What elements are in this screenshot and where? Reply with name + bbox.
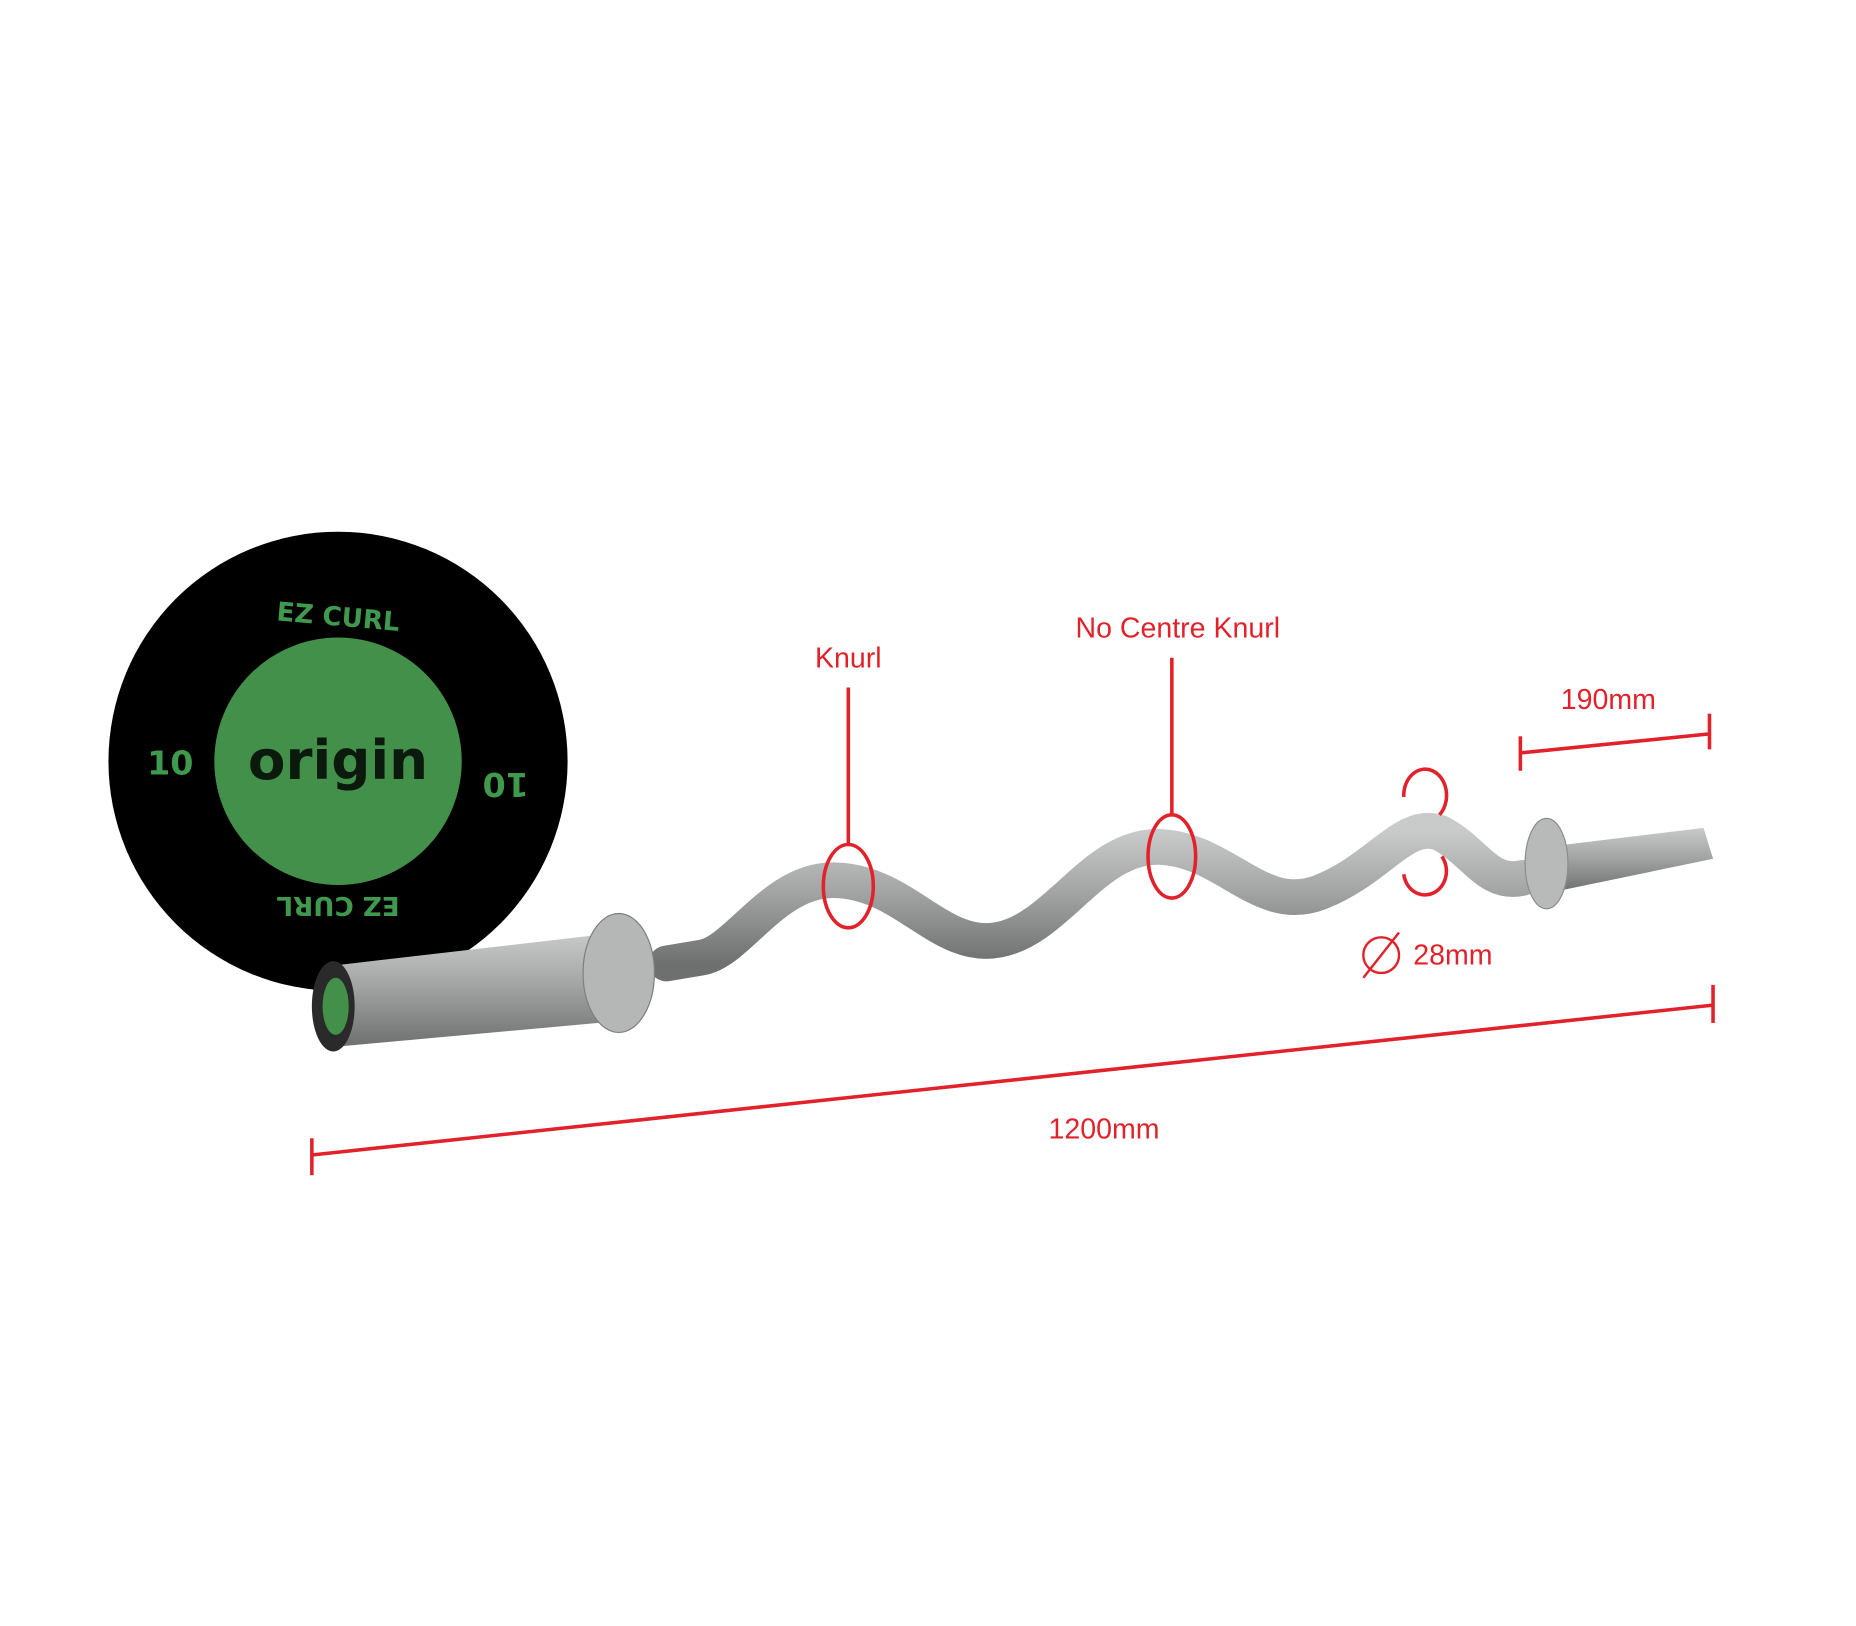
rotation-arrow-bottom bbox=[1402, 855, 1449, 897]
no-centre-knurl-label: No Centre Knurl bbox=[1075, 613, 1280, 645]
bar-shaft bbox=[648, 813, 1541, 982]
plate-left-weight: 10 bbox=[147, 743, 193, 782]
left-collar bbox=[582, 912, 656, 1034]
annotations bbox=[310, 657, 1715, 1176]
left-sleeve bbox=[330, 932, 625, 1047]
plate-right-weight: 10 bbox=[483, 765, 529, 804]
total-length-label: 1200mm bbox=[1049, 1113, 1160, 1145]
origin-logo: origin bbox=[248, 728, 428, 792]
diameter-icon bbox=[1362, 936, 1401, 975]
right-collar bbox=[1524, 817, 1569, 910]
ez-curl-bar bbox=[311, 813, 1714, 1052]
rotation-arrow-top bbox=[1401, 767, 1449, 816]
total-dimension-line bbox=[311, 1003, 1714, 1157]
end-cap-logo bbox=[322, 977, 349, 1035]
right-sleeve bbox=[1546, 827, 1714, 893]
sleeve-length-label: 190mm bbox=[1561, 684, 1656, 716]
knurl-label: Knurl bbox=[815, 642, 882, 674]
no-knurl-marker bbox=[1146, 813, 1198, 900]
sleeve-dimension-line bbox=[1520, 732, 1710, 755]
plate-bottom-label: EZ CURL bbox=[276, 890, 399, 920]
knurl-marker bbox=[821, 842, 876, 930]
diameter-label: 28mm bbox=[1413, 940, 1492, 972]
bumper-plate: EZ CURL EZ CURL 10 10 origin bbox=[108, 531, 568, 991]
